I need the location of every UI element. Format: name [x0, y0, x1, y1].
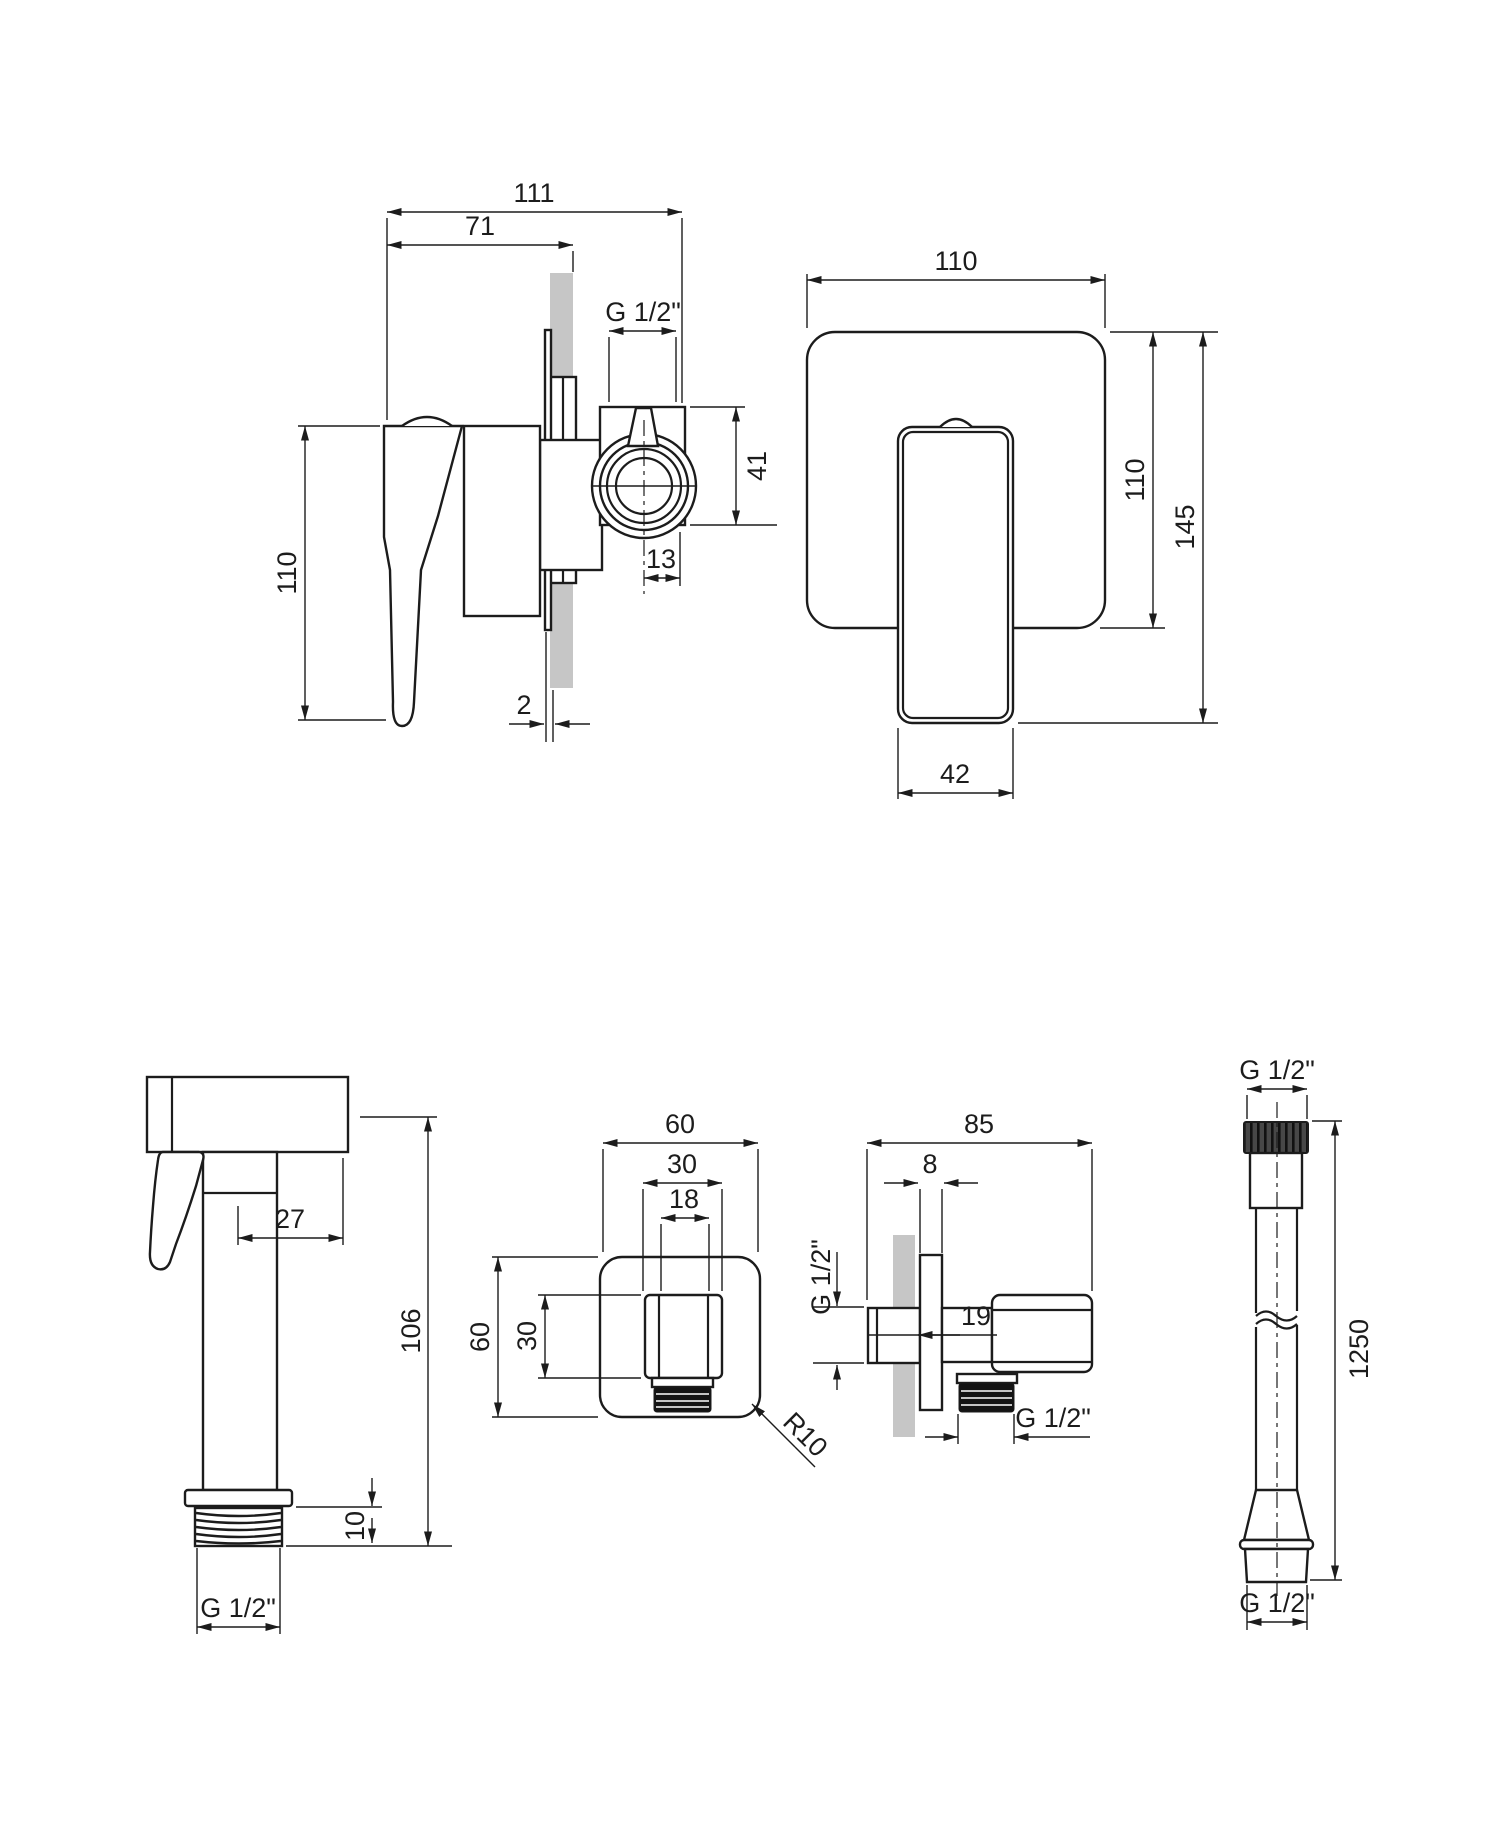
dim-plate-width-label: 110	[934, 246, 977, 276]
dim-total-depth-label: 85	[964, 1109, 994, 1139]
outlet-front-view: 60 30 18 60 30 R10	[465, 1109, 833, 1468]
dim-hose-bottom-thread-label: G 1/2"	[1239, 1588, 1315, 1618]
handle-top-bump	[939, 417, 973, 428]
dim-inlet-thread-label: G 1/2"	[605, 297, 681, 327]
outlet-thread	[653, 1386, 712, 1413]
dim-head-offset-label: 27	[275, 1204, 305, 1234]
hose-ferrule	[1248, 1151, 1304, 1210]
mixer-side-view: 111 71 G 1/2" 41 13 110 2	[272, 178, 777, 742]
dim-hose-length-label: 1250	[1344, 1319, 1374, 1379]
dim-plate-height-label: 110	[1120, 458, 1150, 501]
dim-total-height-label: 145	[1170, 504, 1200, 549]
dim-bore-width-label: 18	[669, 1184, 699, 1214]
dim-outlet-thread-label: G 1/2"	[1015, 1403, 1091, 1433]
handle-stop	[626, 406, 660, 448]
dim-sprayer-length-label: 106	[396, 1308, 426, 1353]
dim-handle-width-label: 42	[940, 759, 970, 789]
outlet-connector	[643, 1293, 724, 1380]
dim-body-height-label: 41	[742, 451, 772, 481]
sprayer-head	[145, 1075, 350, 1154]
outlet-plate-edge	[918, 1253, 944, 1412]
outlet-body	[990, 1293, 1094, 1374]
mixer-cartridge-body	[462, 424, 542, 618]
outlet-flange	[650, 1376, 715, 1389]
dim-outlet-plate-height-label: 60	[465, 1322, 495, 1352]
handle-pivot-bump	[401, 415, 453, 427]
sprayer-trigger	[148, 1150, 205, 1271]
dim-inlet-thread-label: G 1/2"	[806, 1239, 836, 1315]
hose-view: G 1/2" 1250 G 1/2"	[1238, 1055, 1374, 1630]
dim-sprayer-thread-label: G 1/2"	[200, 1593, 276, 1623]
dim-corner-radius-label: R10	[777, 1407, 833, 1463]
mixer-handle-outer	[896, 425, 1015, 725]
sprayer-grip	[201, 1150, 279, 1492]
dim-connector-height-label: 30	[512, 1321, 542, 1351]
dim-plate-gap-label: 2	[516, 690, 531, 720]
dim-thread-length-label: 10	[340, 1511, 370, 1541]
dim-outlet-plate-width-label: 60	[665, 1109, 695, 1139]
dim-hose-top-thread-label: G 1/2"	[1239, 1055, 1315, 1085]
dim-body-width-label: 71	[465, 211, 495, 241]
sprayer-collar	[183, 1488, 294, 1508]
sprayer-view: 27 106 10 G 1/2"	[145, 1075, 452, 1634]
mixer-front-view: 110 110 145 42	[805, 246, 1218, 799]
mixer-handle-lever	[382, 424, 464, 728]
dim-outlet-offset-label: 13	[646, 544, 676, 574]
dim-total-width-label: 111	[513, 178, 554, 208]
mixer-handle-inner	[901, 430, 1010, 720]
dim-plate-thickness-label: 8	[922, 1149, 937, 1179]
dim-connector-width-label: 30	[667, 1149, 697, 1179]
outlet-down-flange	[955, 1372, 1019, 1385]
hose-knurled-nut	[1243, 1121, 1309, 1154]
dim-inlet-length-label: 19	[961, 1301, 991, 1331]
valve-neck	[538, 438, 604, 572]
hose-break-line	[1255, 1310, 1298, 1322]
outlet-side-view: 85 8 G 1/2" 19 G 1/2"	[806, 1109, 1094, 1444]
dim-length-label: 110	[272, 551, 302, 594]
